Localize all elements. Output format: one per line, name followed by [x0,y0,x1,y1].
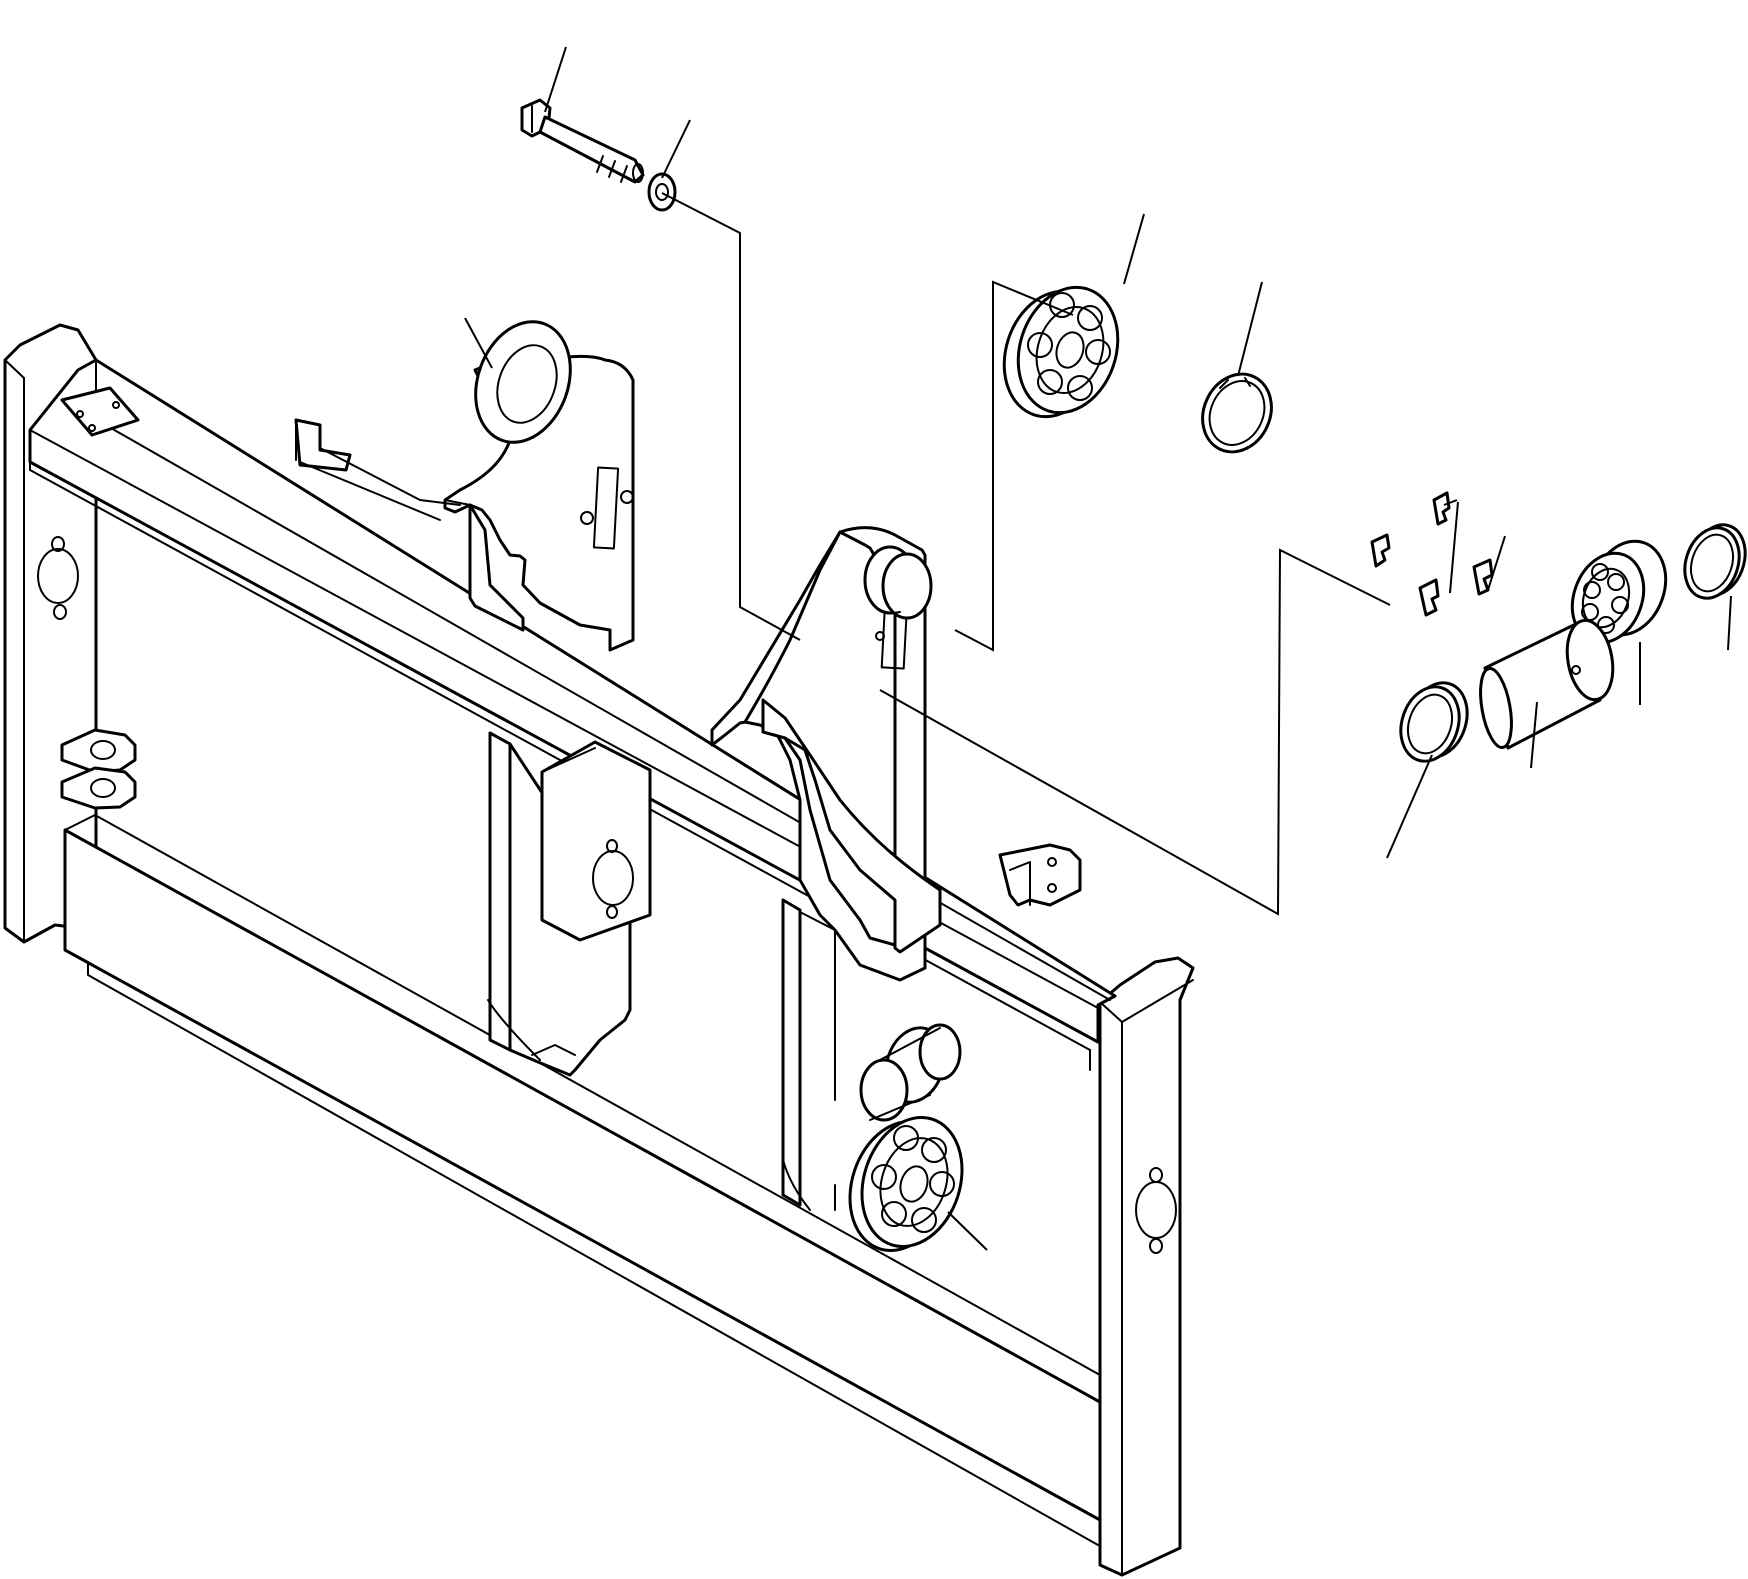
shim-b [1472,558,1494,596]
snap-ring [1201,372,1273,454]
roller-upper-right [1002,285,1120,419]
collar-right [1683,523,1747,600]
shim-d [1418,578,1440,617]
carriage-frame [3,323,1195,1577]
bolt [520,98,645,184]
shim-c [1432,491,1451,526]
roller-cluster-lower [859,1023,962,1122]
pin [1479,618,1615,750]
shim-a [1370,533,1391,568]
roller-upper-left [474,320,572,444]
collar-left [1399,681,1469,763]
roller-lower [848,1116,964,1252]
leader-lines [464,46,1732,1251]
washer [647,172,677,212]
